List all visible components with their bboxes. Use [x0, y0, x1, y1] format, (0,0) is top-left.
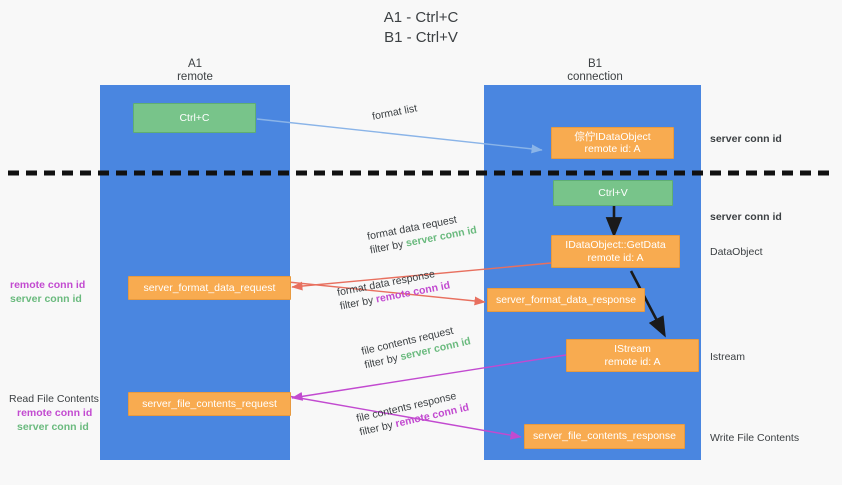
node-ctrl-c[interactable]: Ctrl+C [133, 103, 256, 133]
left-label-remote-conn-id-1: remote conn id [10, 279, 86, 291]
column-a1-name: A1 [187, 58, 203, 70]
edge-label-format-data-response: format data response filter by remote co… [336, 265, 451, 314]
left-label-remote-conn-id-2: remote conn id [17, 407, 93, 419]
edge-label-format-list-text: format list [371, 102, 419, 123]
node-server-file-contents-request[interactable]: server_file_contents_request [128, 392, 291, 416]
node-ctrl-v-label: Ctrl+V [598, 186, 628, 199]
node-istream-remote-id: remote id: A [604, 355, 661, 368]
left-label-conn-ids-1: remote conn id server conn id [10, 278, 85, 306]
node-server-format-data-response[interactable]: server_format_data_response [487, 288, 645, 312]
node-idataobject-source-remote-id: remote id: A [584, 143, 641, 155]
left-label-server-conn-id-1: server conn id [10, 293, 82, 305]
node-idataobject-source[interactable]: 倧佇IDataObject remote id: A [551, 127, 674, 159]
node-idataobject-getdata[interactable]: IDataObject::GetData remote id: A [551, 235, 680, 268]
left-label-server-conn-id-2: server conn id [17, 421, 89, 433]
right-label-server-conn-id-mid: server conn id [710, 211, 782, 223]
right-label-data-object: DataObject [710, 246, 763, 258]
title-line-1: A1 - Ctrl+C [383, 9, 459, 26]
node-istream[interactable]: IStream remote id: A [566, 339, 699, 372]
edge-label-format-data-request: format data request filter by server con… [366, 209, 478, 257]
node-server-file-contents-response-label: server_file_contents_response [532, 430, 676, 443]
node-idataobject-source-title: 倧佇IDataObject [574, 130, 651, 143]
node-server-format-data-request-label: server_format_data_request [143, 281, 276, 294]
node-server-file-contents-request-label: server_file_contents_request [142, 397, 277, 410]
edge-label-file-contents-response: file contents response filter by remote … [355, 387, 470, 439]
right-label-server-conn-id-top: server conn id [710, 133, 782, 145]
node-ctrl-v[interactable]: Ctrl+V [553, 180, 673, 206]
left-label-read-file-contents-group: Read File Contents remote conn id server… [9, 392, 99, 434]
node-getdata-remote-id: remote id: A [587, 251, 644, 264]
node-istream-title: IStream [614, 343, 651, 355]
page-title: A1 - Ctrl+C B1 - Ctrl+V [0, 8, 842, 48]
column-b1-name: B1 [587, 58, 603, 70]
node-server-format-data-response-label: server_format_data_response [495, 293, 637, 306]
node-getdata-title: IDataObject::GetData [565, 239, 666, 251]
right-label-istream: Istream [710, 351, 746, 363]
column-header-b1: B1 connection [540, 58, 650, 84]
column-b1-sub: connection [567, 71, 623, 83]
column-header-a1: A1 remote [140, 58, 250, 84]
left-label-read-file-contents: Read File Contents [9, 393, 99, 405]
node-ctrl-c-label: Ctrl+C [179, 111, 210, 124]
right-label-write-file-contents: Write File Contents [710, 432, 800, 444]
column-a1-sub: remote [177, 71, 213, 83]
edge-label-file-contents-request: file contents request filter by server c… [360, 321, 472, 373]
title-line-2: B1 - Ctrl+V [384, 29, 458, 46]
edge-label-format-list: format list [371, 101, 418, 123]
node-server-file-contents-response[interactable]: server_file_contents_response [524, 424, 685, 449]
node-server-format-data-request[interactable]: server_format_data_request [128, 276, 291, 300]
